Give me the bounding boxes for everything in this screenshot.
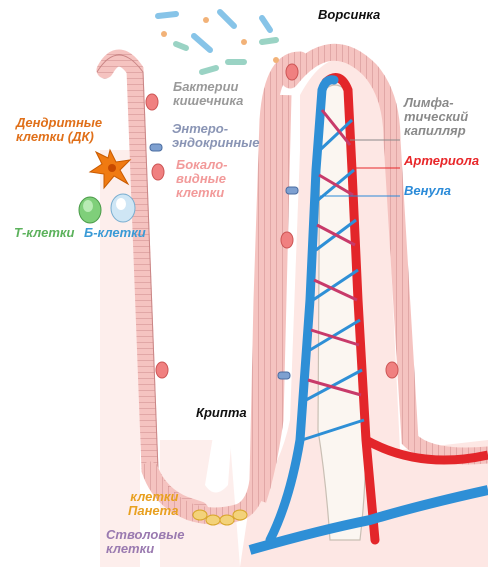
label-arteriole: Артериола bbox=[404, 154, 479, 168]
label-gut-bacteria: Бактерии кишечника bbox=[173, 80, 243, 108]
t-cell bbox=[79, 197, 101, 223]
label-lymphatic-capillary: Лимфа- тический капилляр bbox=[404, 96, 468, 138]
gut-bacteria bbox=[158, 12, 279, 72]
label-b-cells: Б-клетки bbox=[84, 226, 146, 240]
label-crypt: Крипта bbox=[196, 406, 247, 420]
label-paneth-cells: клетки Панета bbox=[128, 490, 178, 518]
label-t-cells: Т-клетки bbox=[14, 226, 74, 240]
label-goblet-cells: Бокало- видные клетки bbox=[176, 158, 227, 200]
label-enteroendocrine: Энтеро- эндокринные bbox=[172, 122, 260, 150]
label-dendritic-cells: Дендритные клетки (ДК) bbox=[16, 116, 102, 144]
b-cell bbox=[111, 194, 135, 222]
label-villus: Ворсинка bbox=[318, 8, 380, 22]
label-venule: Венула bbox=[404, 184, 451, 198]
label-stem-cells: Стволовые клетки bbox=[106, 528, 184, 556]
